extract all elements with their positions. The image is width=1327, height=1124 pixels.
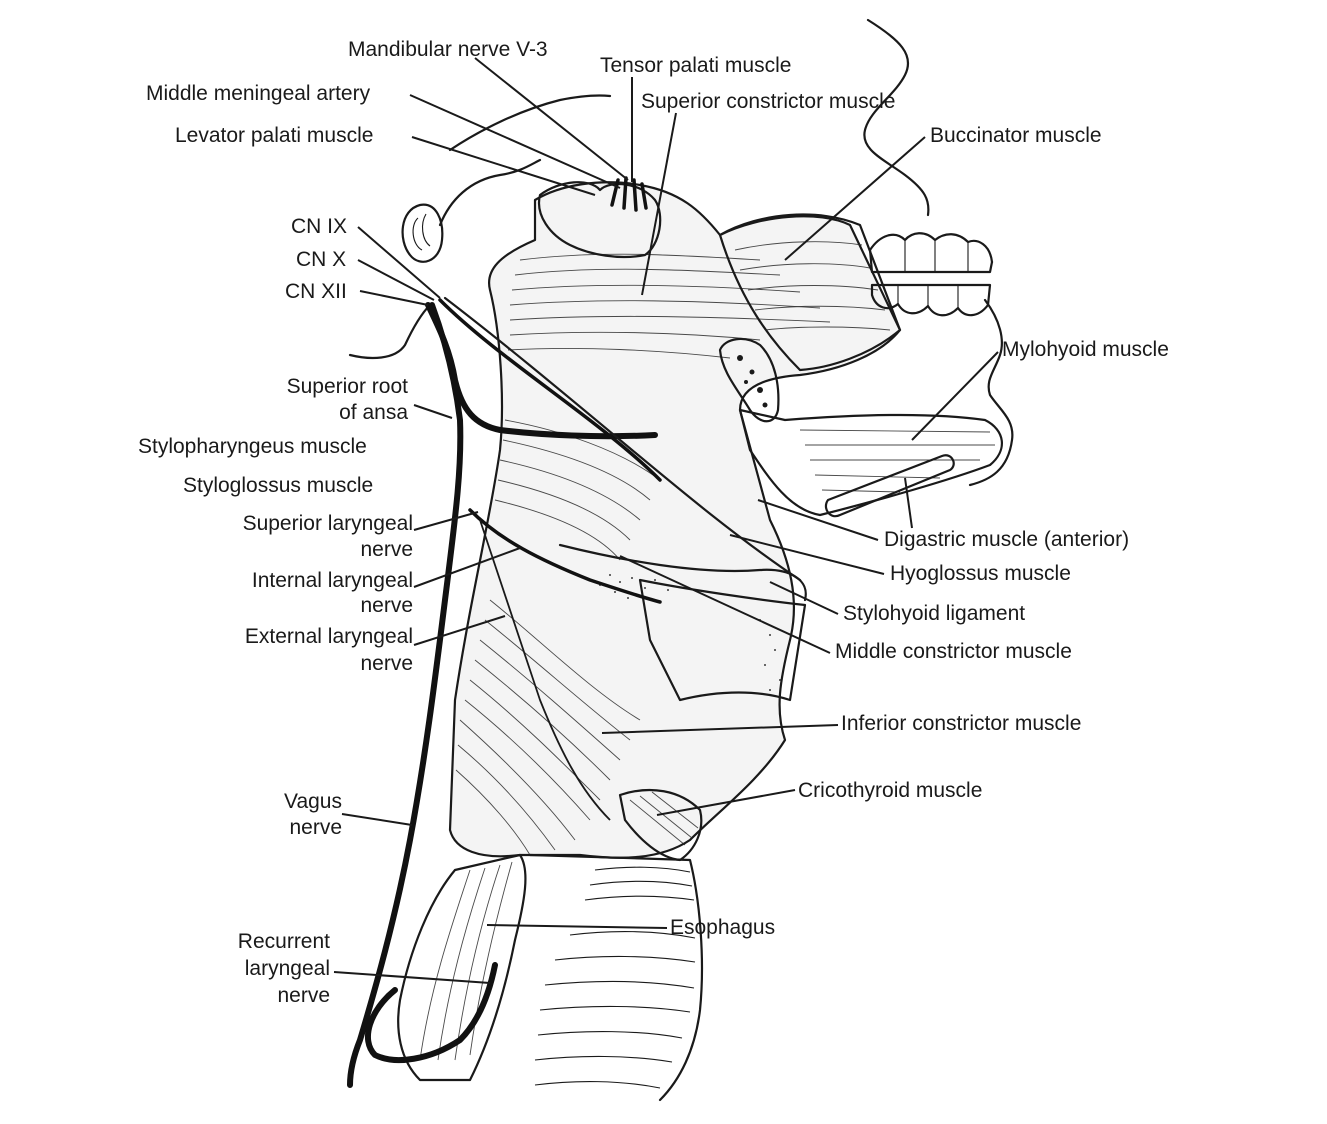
digastric-shape bbox=[824, 454, 955, 518]
labels: Mandibular nerve V-3 Tensor palati muscl… bbox=[138, 38, 1169, 1007]
superior-laryngeal-path bbox=[468, 508, 662, 604]
label-cn-x: CN X bbox=[296, 248, 346, 271]
label-digastric: Digastric muscle (anterior) bbox=[884, 528, 1129, 551]
label-stylopharyngeus: Stylopharyngeus muscle bbox=[138, 435, 367, 458]
label-buccinator: Buccinator muscle bbox=[930, 124, 1102, 147]
ear-inner bbox=[412, 213, 431, 251]
mylohyoid-hatching bbox=[799, 429, 995, 493]
label-superior-root-1: Superior root bbox=[287, 375, 409, 398]
label-recurrent-1: Recurrent bbox=[238, 930, 330, 953]
mylohyoid-shape bbox=[738, 408, 1003, 517]
label-mylohyoid: Mylohyoid muscle bbox=[1002, 338, 1169, 361]
label-cn-ix: CN IX bbox=[291, 215, 347, 238]
label-mandibular-nerve: Mandibular nerve V-3 bbox=[348, 38, 548, 61]
cn-ix-path bbox=[438, 298, 662, 482]
recurrent-laryngeal-path bbox=[364, 962, 498, 1063]
face-profile bbox=[863, 18, 1014, 487]
illustration bbox=[347, 18, 1014, 1102]
label-superior-laryngeal-1: Superior laryngeal bbox=[243, 512, 413, 535]
label-inferior-constrictor: Inferior constrictor muscle bbox=[841, 712, 1081, 735]
stylohyoid-path bbox=[443, 296, 802, 582]
label-cricothyroid: Cricothyroid muscle bbox=[798, 779, 982, 802]
label-middle-meningeal: Middle meningeal artery bbox=[146, 82, 371, 105]
ear-outline bbox=[401, 203, 444, 263]
label-esophagus: Esophagus bbox=[670, 916, 775, 939]
label-cn-xii: CN XII bbox=[285, 280, 347, 303]
label-levator-palati: Levator palati muscle bbox=[175, 124, 373, 147]
label-superior-constrictor: Superior constrictor muscle bbox=[641, 90, 895, 113]
label-external-laryngeal-2: nerve bbox=[360, 652, 413, 675]
cn-xii-path bbox=[425, 302, 658, 440]
vagus-nerve-path bbox=[347, 302, 464, 1088]
label-internal-laryngeal-2: nerve bbox=[360, 594, 413, 617]
mandible-cut-marrow bbox=[737, 355, 768, 408]
label-internal-laryngeal-1: Internal laryngeal bbox=[252, 569, 413, 592]
trachea-shape bbox=[528, 853, 704, 1102]
mandible-cut bbox=[718, 337, 780, 423]
leader-lines bbox=[333, 57, 999, 984]
buccinator-hatching bbox=[734, 241, 891, 331]
label-middle-constrictor: Middle constrictor muscle bbox=[835, 640, 1072, 663]
label-recurrent-3: nerve bbox=[277, 984, 330, 1007]
label-tensor-palati: Tensor palati muscle bbox=[600, 54, 791, 77]
skull-base bbox=[348, 94, 612, 360]
label-vagus-2: nerve bbox=[289, 816, 342, 839]
palatal-muscles bbox=[537, 181, 662, 259]
esophagus-hatching bbox=[419, 861, 513, 1061]
pharynx-outline bbox=[448, 181, 902, 859]
label-external-laryngeal-1: External laryngeal bbox=[245, 625, 413, 648]
constrictor-hatching bbox=[455, 253, 831, 856]
label-hyoglossus: Hyoglossus muscle bbox=[890, 562, 1071, 585]
cricothyroid-hatching bbox=[629, 791, 699, 846]
esophagus-shape bbox=[397, 853, 527, 1082]
label-stylohyoid: Stylohyoid ligament bbox=[843, 602, 1025, 625]
label-superior-laryngeal-2: nerve bbox=[360, 538, 413, 561]
buccinator-shape bbox=[718, 213, 902, 372]
trachea-rings bbox=[534, 866, 696, 1089]
label-superior-root-2: of ansa bbox=[339, 401, 408, 424]
mandibular-nerve-branch bbox=[610, 176, 648, 212]
cricothyroid-shape bbox=[618, 788, 703, 862]
external-laryngeal-path bbox=[479, 519, 611, 821]
label-vagus-1: Vagus bbox=[284, 790, 342, 813]
label-recurrent-2: laryngeal bbox=[245, 957, 330, 980]
label-styloglossus: Styloglossus muscle bbox=[183, 474, 373, 497]
nerves bbox=[347, 296, 802, 1088]
teeth bbox=[868, 232, 994, 317]
